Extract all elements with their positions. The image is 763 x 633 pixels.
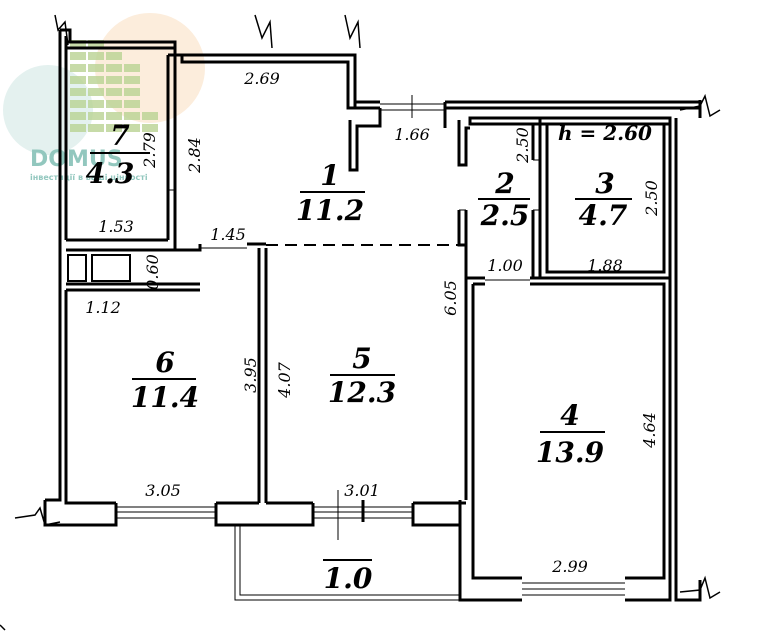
room-2-number: 2 bbox=[494, 167, 514, 200]
dim-2-79: 2.79 bbox=[140, 132, 159, 169]
room-1-area: 11.2 bbox=[296, 194, 364, 227]
dim-1-00: 1.00 bbox=[487, 256, 523, 275]
dim-1-12: 1.12 bbox=[85, 298, 121, 317]
dim-3-01: 3.01 bbox=[344, 481, 380, 500]
room-7-number: 7 bbox=[110, 119, 130, 152]
service-boxes bbox=[67, 254, 131, 282]
dim-6-05: 6.05 bbox=[441, 280, 460, 316]
dim-1-53: 1.53 bbox=[98, 217, 134, 236]
dim-1-45: 1.45 bbox=[210, 225, 246, 244]
dim-2-50-room3: 2.50 bbox=[642, 180, 661, 217]
room-labels: 7 4.3 1 11.2 2 2.5 3 4.7 4 13.9 5 12.3 6… bbox=[86, 119, 632, 595]
logo-circle-teal bbox=[3, 65, 93, 155]
dim-4-64: 4.64 bbox=[640, 412, 659, 449]
room-1-number: 1 bbox=[320, 159, 339, 192]
room-4-number: 4 bbox=[560, 399, 579, 432]
break-lines bbox=[0, 14, 721, 631]
ceiling-height: h = 2.60 bbox=[558, 121, 652, 145]
room-2-area: 2.5 bbox=[480, 199, 530, 232]
dimensions: 2.69 1.66 1.53 1.45 1.00 1.88 1.12 3.05 … bbox=[85, 69, 661, 576]
dim-2-69: 2.69 bbox=[243, 69, 280, 88]
room-7-area: 4.3 bbox=[86, 157, 135, 190]
dim-2-84: 2.84 bbox=[185, 137, 204, 174]
logo-tagline: інвестиції в ваші цінності bbox=[30, 172, 148, 182]
dim-3-95: 3.95 bbox=[241, 357, 260, 393]
dim-2-50-room2: 2.50 bbox=[513, 127, 532, 164]
room-5-area: 12.3 bbox=[328, 376, 396, 409]
room-6-area: 11.4 bbox=[131, 381, 199, 414]
balcony bbox=[234, 490, 460, 601]
balcony-area: 1.0 bbox=[324, 562, 373, 595]
room-4-area: 13.9 bbox=[536, 436, 604, 469]
dim-3-05: 3.05 bbox=[145, 481, 181, 500]
logo-brand: DOMUS bbox=[30, 147, 123, 172]
room-3-number: 3 bbox=[595, 167, 614, 200]
dim-1-88: 1.88 bbox=[587, 256, 623, 275]
room-3-area: 4.7 bbox=[579, 199, 628, 232]
logo: DOMUS інвестиції в ваші цінності bbox=[3, 13, 205, 182]
dim-2-99: 2.99 bbox=[551, 557, 588, 576]
logo-buildings-icon bbox=[70, 40, 158, 132]
room-6-number: 6 bbox=[155, 346, 174, 379]
room-5-number: 5 bbox=[352, 342, 371, 375]
dim-0-60: 0.60 bbox=[143, 254, 162, 290]
dim-1-66: 1.66 bbox=[394, 125, 430, 144]
dim-4-07: 4.07 bbox=[275, 361, 294, 398]
